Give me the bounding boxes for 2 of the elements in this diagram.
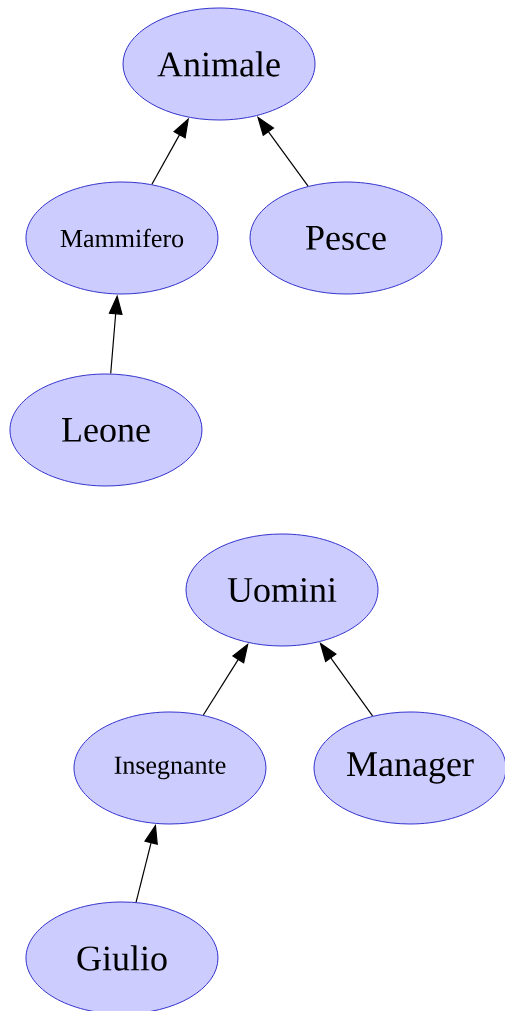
arrow [202,643,249,716]
arrow [319,642,374,717]
